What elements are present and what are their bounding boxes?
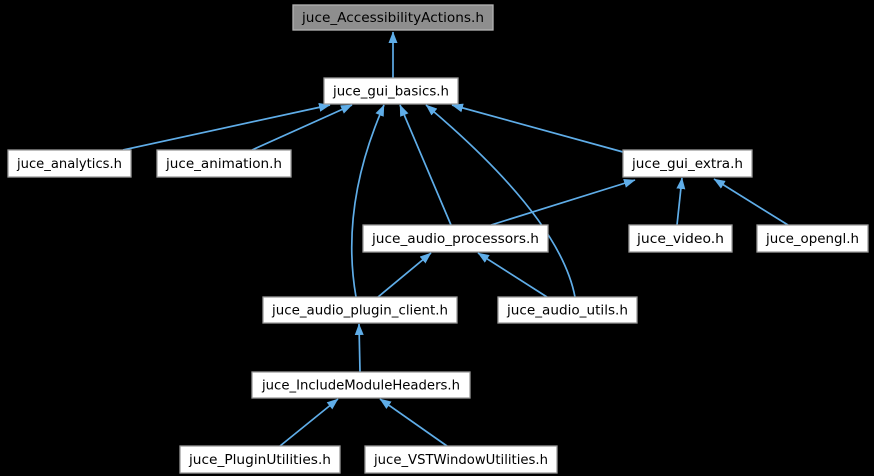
edge-audio-utils-to-audio-processors: [477, 252, 548, 298]
node-juce-gui-extra[interactable]: juce_gui_extra.h: [622, 149, 753, 178]
node-juce-accessibility-actions: juce_AccessibilityActions.h: [292, 4, 494, 31]
edge-plugin-utilities-to-include-module-headers: [279, 398, 339, 447]
node-box: [622, 149, 753, 178]
node-juce-animation[interactable]: juce_animation.h: [156, 149, 292, 178]
nodes: juce_AccessibilityActions.h juce_gui_bas…: [7, 4, 869, 474]
node-label: juce_audio_utils.h: [506, 304, 628, 319]
edge-animation-to-gui-basics: [251, 104, 353, 151]
node-label: juce_video.h: [636, 232, 724, 247]
edge-audio-plugin-client-to-audio-processors: [377, 252, 432, 298]
node-box: [156, 149, 292, 178]
edge-opengl-to-gui-extra: [713, 178, 789, 226]
node-box: [362, 224, 549, 253]
edge-audio-plugin-client-to-gui-basics: [350, 104, 385, 298]
edge-include-module-headers-to-audio-plugin-client: [354, 323, 364, 373]
edge-gui-extra-to-gui-basics: [451, 103, 624, 153]
node-box: [7, 149, 132, 178]
node-label: juce_animation.h: [165, 157, 282, 172]
node-juce-analytics[interactable]: juce_analytics.h: [7, 149, 132, 178]
node-box: [628, 224, 733, 253]
node-label: juce_opengl.h: [765, 232, 859, 247]
node-box: [292, 4, 494, 31]
node-label: juce_IncludeModuleHeaders.h: [261, 379, 460, 394]
edge-audio-processors-to-gui-extra: [490, 178, 636, 226]
node-label: juce_audio_processors.h: [371, 232, 539, 247]
node-label: juce_AccessibilityActions.h: [301, 11, 484, 26]
edge-audio-processors-to-gui-basics: [399, 104, 452, 226]
edge-vst-window-utilities-to-include-module-headers: [379, 398, 448, 447]
node-juce-audio-plugin-client[interactable]: juce_audio_plugin_client.h: [262, 296, 458, 324]
edge-video-to-gui-extra: [676, 177, 686, 226]
node-box: [756, 224, 869, 253]
node-juce-audio-processors[interactable]: juce_audio_processors.h: [362, 224, 549, 253]
node-box: [323, 77, 459, 105]
node-juce-vst-window-utilities[interactable]: juce_VSTWindowUtilities.h: [364, 445, 558, 474]
node-juce-opengl[interactable]: juce_opengl.h: [756, 224, 869, 253]
edge-analytics-to-gui-basics: [122, 102, 331, 151]
node-label: juce_gui_basics.h: [332, 85, 449, 100]
node-box: [251, 371, 471, 399]
node-box: [497, 296, 638, 324]
node-label: juce_audio_plugin_client.h: [271, 304, 448, 319]
node-juce-include-module-headers[interactable]: juce_IncludeModuleHeaders.h: [251, 371, 471, 399]
edge-audio-utils-to-gui-basics: [425, 104, 576, 298]
edges: [122, 31, 789, 447]
node-juce-video[interactable]: juce_video.h: [628, 224, 733, 253]
node-box: [179, 445, 341, 474]
node-label: juce_VSTWindowUtilities.h: [373, 453, 548, 468]
node-box: [262, 296, 458, 324]
node-label: juce_gui_extra.h: [631, 157, 743, 172]
node-juce-gui-basics[interactable]: juce_gui_basics.h: [323, 77, 459, 105]
node-label: juce_analytics.h: [16, 157, 122, 172]
node-juce-audio-utils[interactable]: juce_audio_utils.h: [497, 296, 638, 324]
node-box: [364, 445, 558, 474]
node-label: juce_PluginUtilities.h: [188, 453, 331, 468]
node-juce-plugin-utilities[interactable]: juce_PluginUtilities.h: [179, 445, 341, 474]
